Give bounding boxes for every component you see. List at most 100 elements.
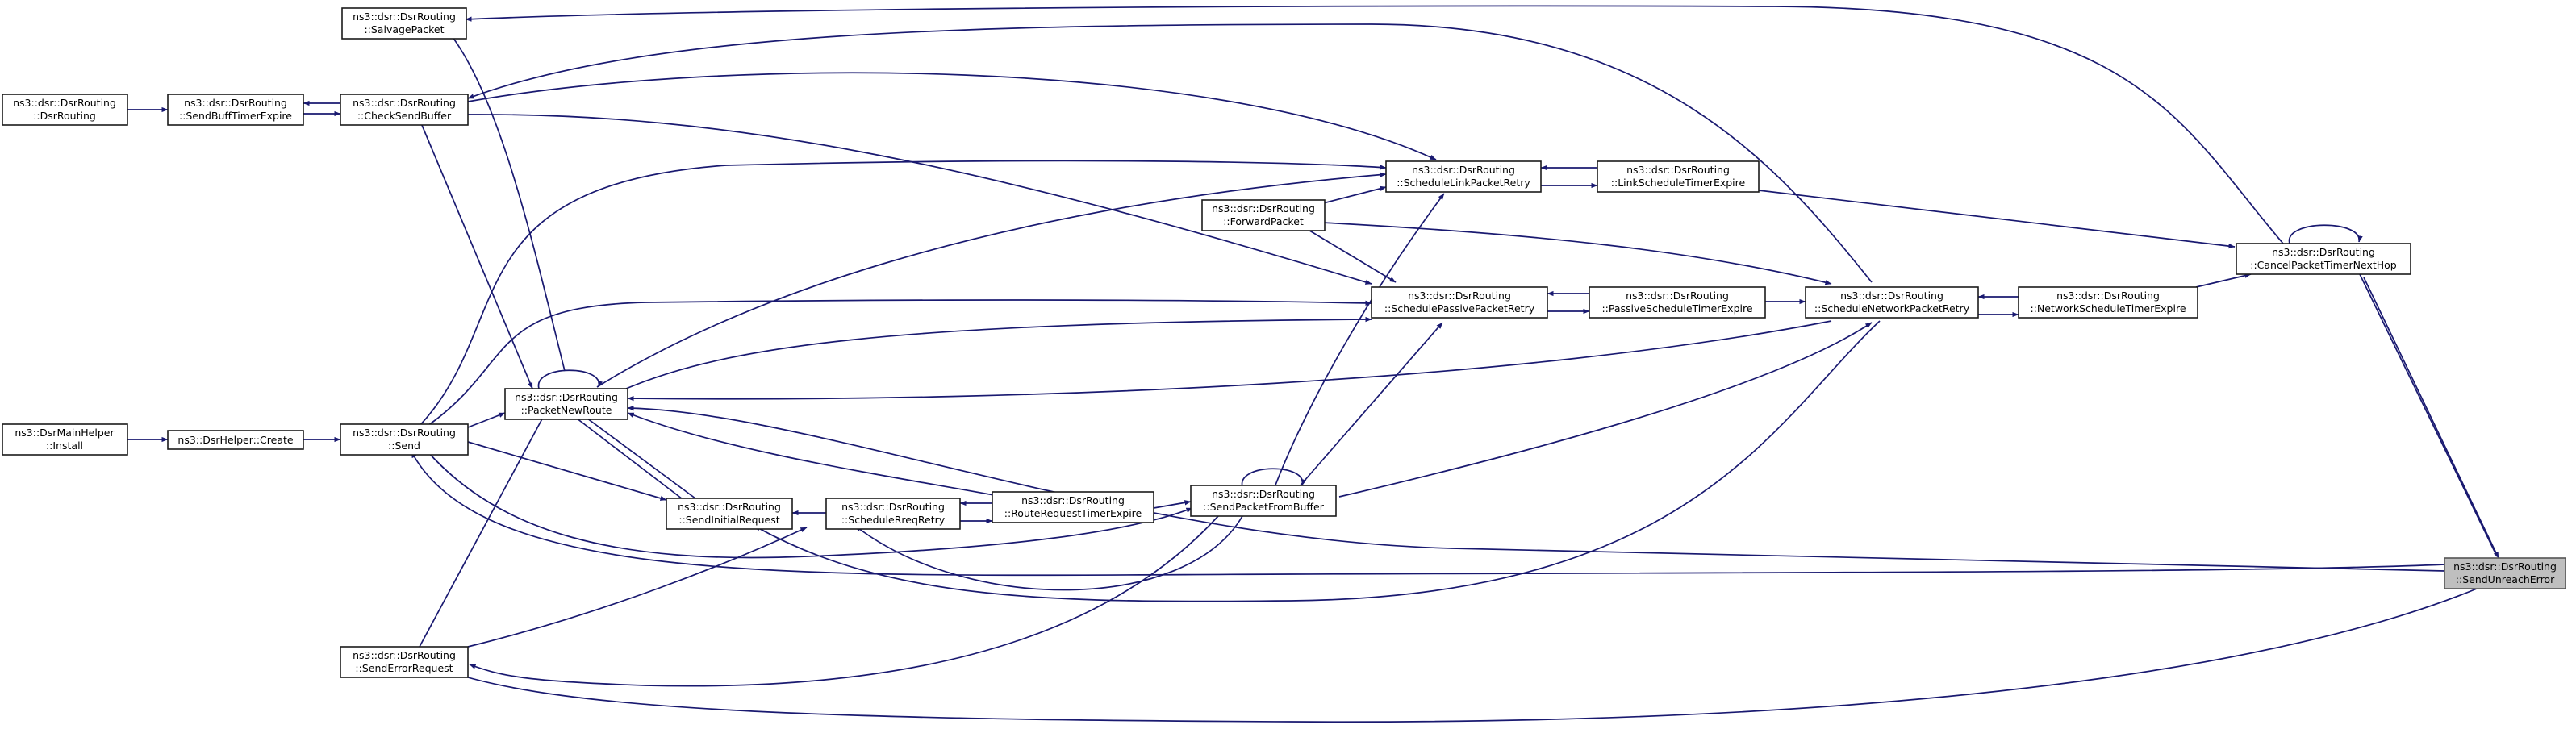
node-dsr-helper-create-line1: ns3::DsrHelper::Create <box>177 434 293 446</box>
node-packet-new-route-line1: ns3::dsr::DsrRouting <box>515 391 618 403</box>
node-check-send-buffer-line2: ::CheckSendBuffer <box>357 110 452 122</box>
edge-newroute-to-salvage <box>447 30 566 372</box>
edge-schednet-to-checksend <box>467 23 1873 283</box>
node-cancel-packet-timer-next-hop-line1: ns3::dsr::DsrRouting <box>2272 246 2375 258</box>
edge-send-to-schedpassive <box>427 299 1372 427</box>
edge-sendfrombuf-self <box>1241 468 1307 488</box>
node-packet-new-route[interactable]: ns3::dsr::DsrRouting ::PacketNewRoute <box>504 388 628 420</box>
node-schedule-network-packet-retry-line1: ns3::dsr::DsrRouting <box>1840 290 1943 302</box>
node-passive-schedule-timer-expire-line2: ::PassiveScheduleTimerExpire <box>1601 302 1752 315</box>
edge-sendinitial-to-newroute <box>569 412 687 502</box>
nodes: ns3::dsr::DsrRouting ::SalvagePacket ns3… <box>2 7 2566 678</box>
node-schedule-link-packet-retry-line2: ::ScheduleLinkPacketRetry <box>1397 177 1530 189</box>
node-schedule-rreq-retry[interactable]: ns3::dsr::DsrRouting ::ScheduleRreqRetry <box>825 498 961 530</box>
edge-forward-to-schedpassive <box>1306 228 1397 283</box>
node-route-request-timer-expire-line2: ::RouteRequestTimerExpire <box>1004 507 1142 519</box>
node-salvage-packet-line2: ::SalvagePacket <box>364 23 444 35</box>
edge-send-to-sendfrombuf <box>427 451 1193 559</box>
node-send-buff-timer-expire-line1: ns3::dsr::DsrRouting <box>184 97 287 109</box>
node-send-initial-request-line2: ::SendInitialRequest <box>678 514 779 526</box>
node-link-schedule-timer-expire-line2: ::LinkScheduleTimerExpire <box>1611 177 1746 189</box>
edge-cancel-to-salvage <box>465 5 2284 244</box>
edge-rreqtimer-to-newroute <box>627 412 995 496</box>
node-send-unreach-error-line1: ns3::dsr::DsrRouting <box>2453 560 2557 573</box>
node-send-buff-timer-expire[interactable]: ns3::dsr::DsrRouting ::SendBuffTimerExpi… <box>167 94 304 126</box>
node-dsr-routing-ctor-line1: ns3::dsr::DsrRouting <box>13 97 116 109</box>
node-schedule-rreq-retry-line2: ::ScheduleRreqRetry <box>841 514 946 526</box>
node-dsr-helper-create[interactable]: ns3::DsrHelper::Create <box>167 430 304 450</box>
node-send-buff-timer-expire-line2: ::SendBuffTimerExpire <box>179 110 292 122</box>
node-route-request-timer-expire[interactable]: ns3::dsr::DsrRouting ::RouteRequestTimer… <box>992 491 1154 523</box>
node-schedule-rreq-retry-line1: ns3::dsr::DsrRouting <box>841 501 945 513</box>
node-forward-packet-line1: ns3::dsr::DsrRouting <box>1212 202 1315 215</box>
edge-forward-to-schedlink <box>1322 185 1387 204</box>
edge-sendunreach-to-send <box>411 451 2445 577</box>
node-dsr-main-helper-install-line1: ns3::DsrMainHelper <box>15 427 115 439</box>
node-network-schedule-timer-expire-line1: ns3::dsr::DsrRouting <box>2056 290 2160 302</box>
node-forward-packet-line2: ::ForwardPacket <box>1223 215 1304 227</box>
node-send-line1: ns3::dsr::DsrRouting <box>353 427 456 439</box>
edge-linktimer-to-cancel <box>1758 190 2236 249</box>
edge-sendfrombuf-to-schedrreq <box>854 515 1243 591</box>
edge-sendfrombuf-to-senderror <box>469 515 1219 687</box>
edge-schednet-to-sendinitial <box>754 320 1881 602</box>
node-send-unreach-error[interactable]: ns3::dsr::DsrRouting ::SendUnreachError <box>2444 557 2566 589</box>
edge-senderror-to-newroute <box>419 412 546 648</box>
node-link-schedule-timer-expire-line1: ns3::dsr::DsrRouting <box>1626 164 1730 176</box>
edge-nettimer-to-cancel <box>2195 273 2252 288</box>
node-dsr-main-helper-install[interactable]: ns3::DsrMainHelper ::Install <box>2 423 128 456</box>
node-schedule-network-packet-retry-line2: ::ScheduleNetworkPacketRetry <box>1814 302 1970 315</box>
edge-newroute-to-schedlink <box>596 172 1387 388</box>
node-schedule-link-packet-retry-line1: ns3::dsr::DsrRouting <box>1412 164 1515 176</box>
edge-newroute-to-schedpassive <box>625 316 1372 389</box>
node-schedule-passive-packet-retry[interactable]: ns3::dsr::DsrRouting ::SchedulePassivePa… <box>1371 286 1548 319</box>
edge-sendfrombuf-to-schedlink <box>1274 193 1445 488</box>
edge-sendunreach-to-cancel <box>2359 273 2498 557</box>
edge-forward-to-schednet <box>1322 222 1832 285</box>
node-passive-schedule-timer-expire-line1: ns3::dsr::DsrRouting <box>1626 290 1729 302</box>
node-send-initial-request[interactable]: ns3::dsr::DsrRouting ::SendInitialReques… <box>666 498 793 530</box>
node-dsr-routing-ctor-line2: ::DsrRouting <box>33 110 96 122</box>
node-dsr-main-helper-install-line2: ::Install <box>46 439 83 452</box>
node-schedule-network-packet-retry[interactable]: ns3::dsr::DsrRouting ::ScheduleNetworkPa… <box>1805 286 1979 319</box>
edge-sendfrombuf-to-schednet <box>1338 322 1873 498</box>
edge-schednet-to-newroute <box>627 320 1832 402</box>
node-check-send-buffer[interactable]: ns3::dsr::DsrRouting ::CheckSendBuffer <box>340 94 469 126</box>
edge-sendfrombuf-to-schedpassive <box>1298 322 1443 488</box>
node-passive-schedule-timer-expire[interactable]: ns3::dsr::DsrRouting ::PassiveScheduleTi… <box>1589 286 1766 319</box>
edge-cancel-self <box>2289 224 2363 244</box>
node-network-schedule-timer-expire-line2: ::NetworkScheduleTimerExpire <box>2030 302 2186 315</box>
node-dsr-routing-ctor[interactable]: ns3::dsr::DsrRouting ::DsrRouting <box>2 94 128 126</box>
edge-newroute-self <box>537 369 603 389</box>
edge-sendunreach-to-newroute <box>627 405 2445 572</box>
node-check-send-buffer-line1: ns3::dsr::DsrRouting <box>353 97 456 109</box>
node-schedule-passive-packet-retry-line1: ns3::dsr::DsrRouting <box>1408 290 1511 302</box>
node-send-packet-from-buffer[interactable]: ns3::dsr::DsrRouting ::SendPacketFromBuf… <box>1190 485 1337 517</box>
node-schedule-link-packet-retry[interactable]: ns3::dsr::DsrRouting ::ScheduleLinkPacke… <box>1385 160 1542 193</box>
node-send-error-request[interactable]: ns3::dsr::DsrRouting ::SendErrorRequest <box>340 646 469 678</box>
node-cancel-packet-timer-next-hop-line2: ::CancelPacketTimerNextHop <box>2250 259 2397 271</box>
edge-send-to-schedlink <box>419 160 1387 427</box>
node-send-initial-request-line1: ns3::dsr::DsrRouting <box>678 501 781 513</box>
edges <box>127 5 2499 723</box>
edge-rreqtimer-to-sendfrombuf <box>1153 500 1192 509</box>
node-send[interactable]: ns3::dsr::DsrRouting ::Send <box>340 423 469 456</box>
node-forward-packet[interactable]: ns3::dsr::DsrRouting ::ForwardPacket <box>1201 199 1326 231</box>
node-link-schedule-timer-expire[interactable]: ns3::dsr::DsrRouting ::LinkScheduleTimer… <box>1597 160 1760 193</box>
edge-newroute-to-sendinitial <box>577 410 703 504</box>
node-salvage-packet[interactable]: ns3::dsr::DsrRouting ::SalvagePacket <box>341 7 467 40</box>
node-cancel-packet-timer-next-hop[interactable]: ns3::dsr::DsrRouting ::CancelPacketTimer… <box>2236 243 2411 275</box>
node-route-request-timer-expire-line1: ns3::dsr::DsrRouting <box>1021 494 1125 506</box>
node-packet-new-route-line2: ::PacketNewRoute <box>521 404 612 416</box>
edge-sendunreach-to-senderror <box>451 588 2478 723</box>
edge-cancel-to-sendunreach <box>2363 277 2499 559</box>
edge-send-to-sendinitial <box>467 441 667 501</box>
edge-senderror-to-schedrreq <box>467 527 808 648</box>
node-send-line2: ::Send <box>388 439 420 452</box>
node-network-schedule-timer-expire[interactable]: ns3::dsr::DsrRouting ::NetworkScheduleTi… <box>2018 286 2198 319</box>
edge-checksend-to-newroute <box>419 119 533 389</box>
edge-checksend-to-schedpassive <box>467 114 1372 285</box>
node-send-error-request-line2: ::SendErrorRequest <box>355 662 453 674</box>
node-send-packet-from-buffer-line1: ns3::dsr::DsrRouting <box>1212 488 1315 500</box>
